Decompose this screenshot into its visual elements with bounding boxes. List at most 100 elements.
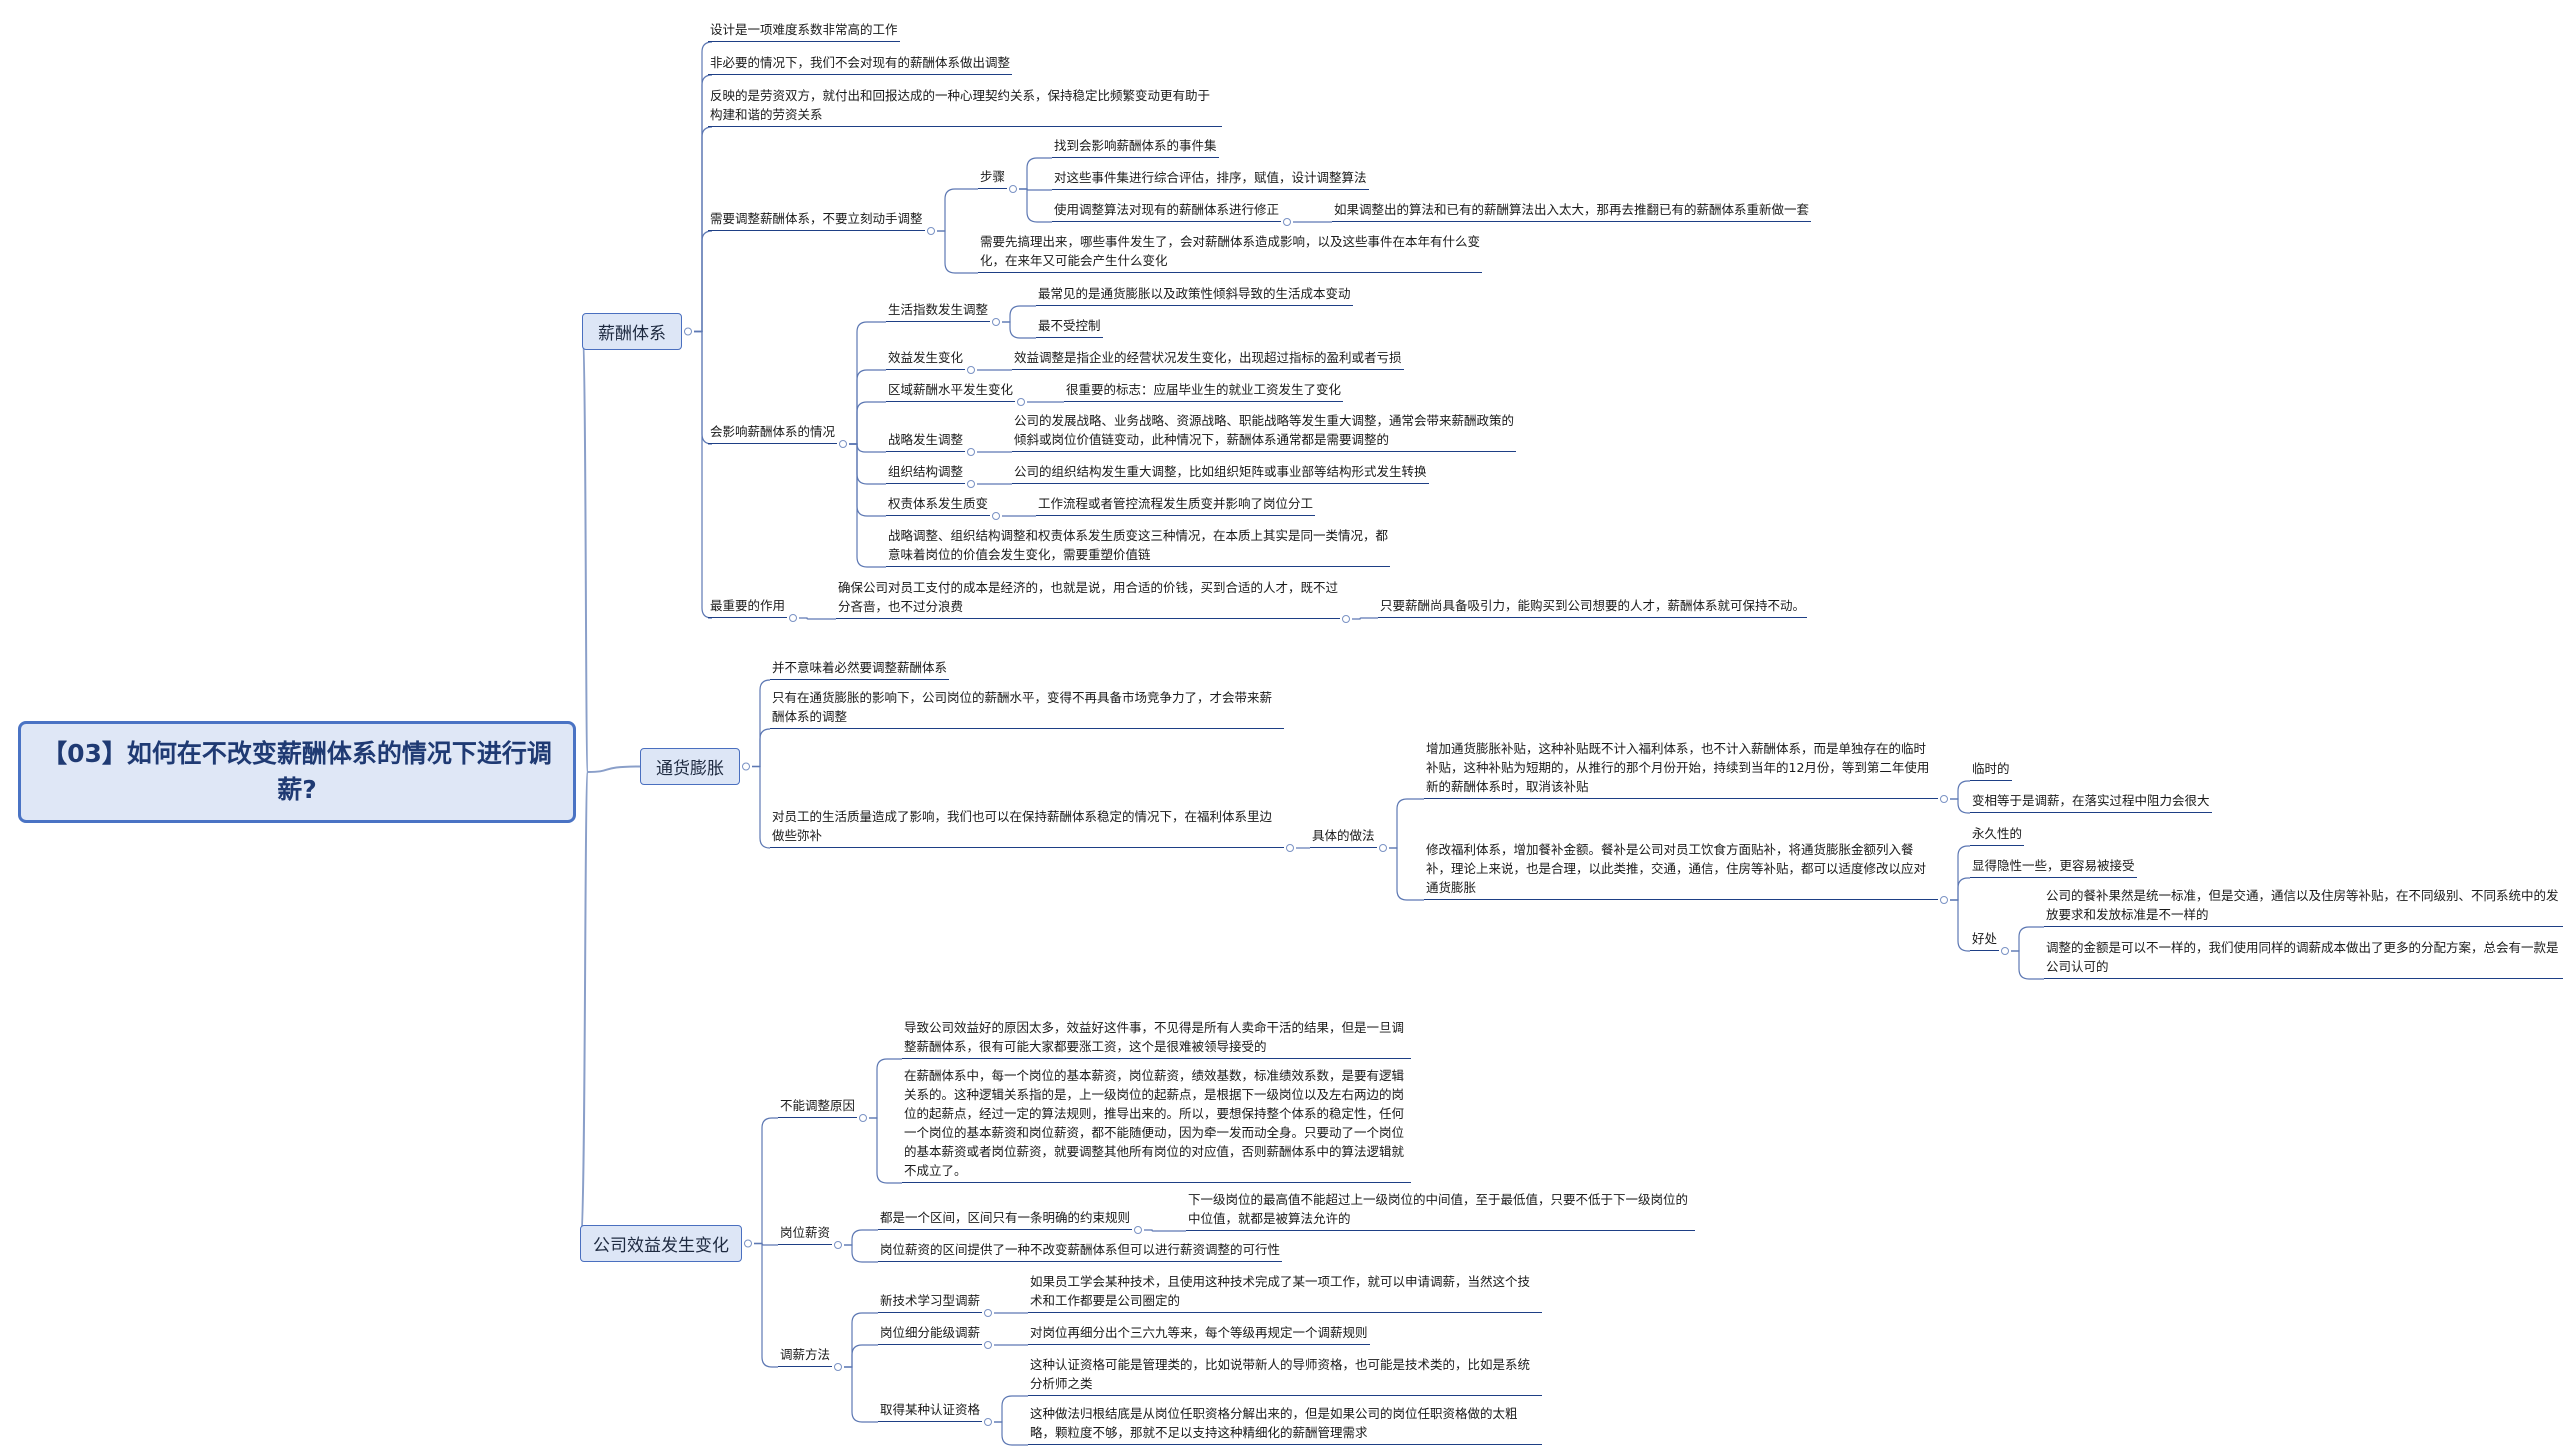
connector-step-1 xyxy=(1019,157,1052,190)
root-topic[interactable]: 【03】如何在不改变薪酬体系的情况下进行调薪? xyxy=(18,721,576,823)
benefit-1[interactable]: 公司的餐补果然是统一标准，但是交通，通信以及住房等补贴，在不同级别、不同系统中的… xyxy=(2044,886,2563,927)
branch-profit[interactable]: 公司效益发生变化 xyxy=(580,1225,742,1262)
inflation-item-3[interactable]: 对员工的生活质量造成了影响，我们也可以在保持薪酬体系稳定的情况下，在福利体系里边… xyxy=(770,807,1284,848)
connector-inflation-item-2 xyxy=(752,728,771,768)
method-2-note-1[interactable]: 永久性的 xyxy=(1970,824,2025,846)
benefit-2[interactable]: 调整的金额是可以不一样的，我们使用同样的调薪成本做出了更多的分配方案，总会有一款… xyxy=(2044,938,2563,979)
factor-power-note[interactable]: 工作流程或者管控流程发生质变并影响了岗位分工 xyxy=(1036,494,1316,516)
collapse-toggle-factor-cost[interactable] xyxy=(992,318,1000,326)
way-3-note-2[interactable]: 这种做法归根结底是从岗位任职资格分解出来的，但是如果公司的岗位任职资格做的太粗略… xyxy=(1028,1404,1542,1445)
way-3-note-1[interactable]: 这种认证资格可能是管理类的，比如说带新人的导师资格，也可能是技术类的，比如是系统… xyxy=(1028,1355,1542,1396)
factor-region-note[interactable]: 很重要的标志：应届毕业生的就业工资发生了变化 xyxy=(1064,380,1344,402)
factor-strategy[interactable]: 战略发生调整 xyxy=(886,430,966,452)
method-1-note-2[interactable]: 变相等于是调薪，在落实过程中阻力会很大 xyxy=(1970,791,2212,813)
steps-label[interactable]: 步骤 xyxy=(978,167,1008,189)
why-2[interactable]: 在薪酬体系中，每一个岗位的基本薪资，岗位薪资，绩效基数，标准绩效系数，是要有逻辑… xyxy=(902,1066,1411,1183)
connector-why-1 xyxy=(869,1058,902,1119)
branch-inflation[interactable]: 通货膨胀 xyxy=(640,748,740,785)
step-3-note[interactable]: 如果调整出的算法和已有的薪酬算法出入太大，那再去推翻已有的薪酬体系重新做一套 xyxy=(1332,200,1812,222)
connector-inflation-item-3 xyxy=(752,765,771,849)
salary-label[interactable]: 岗位薪资 xyxy=(778,1223,833,1245)
connector-role-label xyxy=(694,330,713,619)
connector-method-1-note-2 xyxy=(1950,798,1970,814)
xinchou-item-1[interactable]: 设计是一项难度系数非常高的工作 xyxy=(708,20,900,42)
collapse-toggle-factor-strategy[interactable] xyxy=(967,448,975,456)
connector-factor-org xyxy=(849,443,886,485)
way-1-note[interactable]: 如果员工学会某种技术，且使用这种技术完成了某一项工作，就可以申请调薪，当然这个技… xyxy=(1028,1272,1542,1313)
way-2-note[interactable]: 对岗位再细分出个三六九等来，每个等级再规定一个调薪规则 xyxy=(1028,1323,1370,1345)
clarify-events[interactable]: 需要先搞理出来，哪些事件发生了，会对薪酬体系造成影响，以及这些事件在本年有什么变… xyxy=(978,232,1482,273)
branch-xinchou[interactable]: 薪酬体系 xyxy=(582,313,682,350)
collapse-toggle-way-1[interactable] xyxy=(984,1309,992,1317)
salary-range[interactable]: 都是一个区间，区间只有一条明确的约束规则 xyxy=(878,1208,1133,1230)
collapse-toggle-branch-inflation[interactable] xyxy=(742,762,750,771)
step-1[interactable]: 找到会影响薪酬体系的事件集 xyxy=(1052,136,1219,158)
collapse-toggle-inflation-item-3[interactable] xyxy=(1286,844,1294,852)
step-2[interactable]: 对这些事件集进行综合评估，排序，赋值，设计调整算法 xyxy=(1052,168,1369,190)
collapse-toggle-factors-label[interactable] xyxy=(839,440,847,448)
connector-xinchou-item-2 xyxy=(694,74,713,333)
why-label[interactable]: 不能调整原因 xyxy=(778,1096,858,1118)
inflation-item-1[interactable]: 并不意味着必然要调整薪酬体系 xyxy=(770,658,950,680)
collapse-toggle-factor-org[interactable] xyxy=(967,480,975,488)
collapse-toggle-ways-label[interactable] xyxy=(834,1363,842,1371)
factor-profit-note[interactable]: 效益调整是指企业的经营状况发生变化，出现超过指标的盈利或者亏损 xyxy=(1012,348,1404,370)
connector-method-1 xyxy=(1389,798,1424,849)
collapse-toggle-factor-power[interactable] xyxy=(992,512,1000,520)
why-1[interactable]: 导致公司效益好的原因太多，效益好这件事，不见得是所有人卖命干活的结果，但是一旦调… xyxy=(902,1018,1411,1059)
role-label[interactable]: 最重要的作用 xyxy=(708,596,788,618)
factor-profit[interactable]: 效益发生变化 xyxy=(886,348,966,370)
inflation-item-2[interactable]: 只有在通货膨胀的影响下，公司岗位的薪酬水平，变得不再具备市场竞争力了，才会带来薪… xyxy=(770,688,1284,729)
collapse-toggle-method-1[interactable] xyxy=(1940,795,1948,803)
collapse-toggle-method-2[interactable] xyxy=(1940,896,1948,904)
factor-org[interactable]: 组织结构调整 xyxy=(886,462,966,484)
ways-label[interactable]: 调薪方法 xyxy=(778,1345,833,1367)
collapse-toggle-way-3[interactable] xyxy=(984,1418,992,1426)
collapse-toggle-benefit-label[interactable] xyxy=(2001,947,2009,955)
collapse-toggle-factor-profit[interactable] xyxy=(967,366,975,374)
way-1[interactable]: 新技术学习型调薪 xyxy=(878,1291,983,1313)
collapse-toggle-factor-region[interactable] xyxy=(1017,398,1025,406)
connector-salary-range xyxy=(844,1229,878,1246)
factor-cost-note-2[interactable]: 最不受控制 xyxy=(1036,316,1103,338)
need-adjust[interactable]: 需要调整薪酬体系，不要立刻动手调整 xyxy=(708,209,925,231)
factor-strategy-note[interactable]: 公司的发展战略、业务战略、资源战略、职能战略等发生重大调整，通常会带来薪酬政策的… xyxy=(1012,411,1516,452)
factor-cost[interactable]: 生活指数发生调整 xyxy=(886,300,991,322)
collapse-toggle-branch-xinchou[interactable] xyxy=(684,327,692,336)
factor-cost-note-1[interactable]: 最常见的是通货膨胀以及政策性倾斜导致的生活成本变动 xyxy=(1036,284,1353,306)
role-note[interactable]: 只要薪酬尚具备吸引力，能购买到公司想要的人才，薪酬体系就可保持不动。 xyxy=(1378,596,1808,618)
connector-way-3-note-1 xyxy=(994,1395,1028,1423)
factor-power[interactable]: 权责体系发生质变 xyxy=(886,494,991,516)
step-3[interactable]: 使用调整算法对现有的薪酬体系进行修正 xyxy=(1052,200,1282,222)
collapse-toggle-need-adjust[interactable] xyxy=(927,227,935,235)
collapse-toggle-branch-profit[interactable] xyxy=(744,1239,752,1248)
factor-org-note[interactable]: 公司的组织结构发生重大调整，比如组织矩阵或事业部等结构形式发生转换 xyxy=(1012,462,1429,484)
connector-clarify-events xyxy=(937,230,978,274)
role-text[interactable]: 确保公司对员工支付的成本是经济的，也就是说，用合适的价钱，买到合适的人才，既不过… xyxy=(836,578,1340,619)
way-3[interactable]: 取得某种认证资格 xyxy=(878,1400,983,1422)
collapse-toggle-why-label[interactable] xyxy=(859,1114,867,1122)
factor-summary[interactable]: 战略调整、组织结构调整和权责体系发生质变这三种情况，在本质上其实是同一类情况，都… xyxy=(886,526,1390,567)
collapse-toggle-salary-range[interactable] xyxy=(1134,1226,1142,1234)
collapse-toggle-step-3[interactable] xyxy=(1283,218,1291,226)
factor-region[interactable]: 区域薪酬水平发生变化 xyxy=(886,380,1016,402)
xinchou-item-3[interactable]: 反映的是劳资双方，就付出和回报达成的一种心理契约关系，保持稳定比频繁变动更有助于… xyxy=(708,86,1222,127)
collapse-toggle-role-label[interactable] xyxy=(789,614,797,622)
way-2[interactable]: 岗位细分能级调薪 xyxy=(878,1323,983,1345)
connector-step-3 xyxy=(1019,188,1052,223)
collapse-toggle-method-label[interactable] xyxy=(1379,844,1387,852)
method-1[interactable]: 增加通货膨胀补贴，这种补贴既不计入福利体系，也不计入薪酬体系，而是单独存在的临时… xyxy=(1424,739,1938,799)
method-label[interactable]: 具体的做法 xyxy=(1310,826,1377,848)
collapse-toggle-role-text[interactable] xyxy=(1342,615,1350,623)
collapse-toggle-steps-label[interactable] xyxy=(1009,185,1017,193)
method-1-note-1[interactable]: 临时的 xyxy=(1970,759,2012,781)
collapse-toggle-salary-label[interactable] xyxy=(834,1241,842,1249)
salary-rule[interactable]: 下一级岗位的最高值不能超过上一级岗位的中间值，至于最低值，只要不低于下一级岗位的… xyxy=(1186,1190,1695,1231)
factors-label[interactable]: 会影响薪酬体系的情况 xyxy=(708,422,838,444)
benefit-label[interactable]: 好处 xyxy=(1970,929,2000,951)
collapse-toggle-way-2[interactable] xyxy=(984,1341,992,1349)
salary-note[interactable]: 岗位薪资的区间提供了一种不改变薪酬体系但可以进行薪资调整的可行性 xyxy=(878,1240,1283,1262)
method-2[interactable]: 修改福利体系，增加餐补金额。餐补是公司对员工饮食方面贴补，将通货膨胀金额列入餐补… xyxy=(1424,840,1938,900)
method-2-note-2[interactable]: 显得隐性一些，更容易被接受 xyxy=(1970,856,2137,878)
xinchou-item-2[interactable]: 非必要的情况下，我们不会对现有的薪酬体系做出调整 xyxy=(708,53,1013,75)
